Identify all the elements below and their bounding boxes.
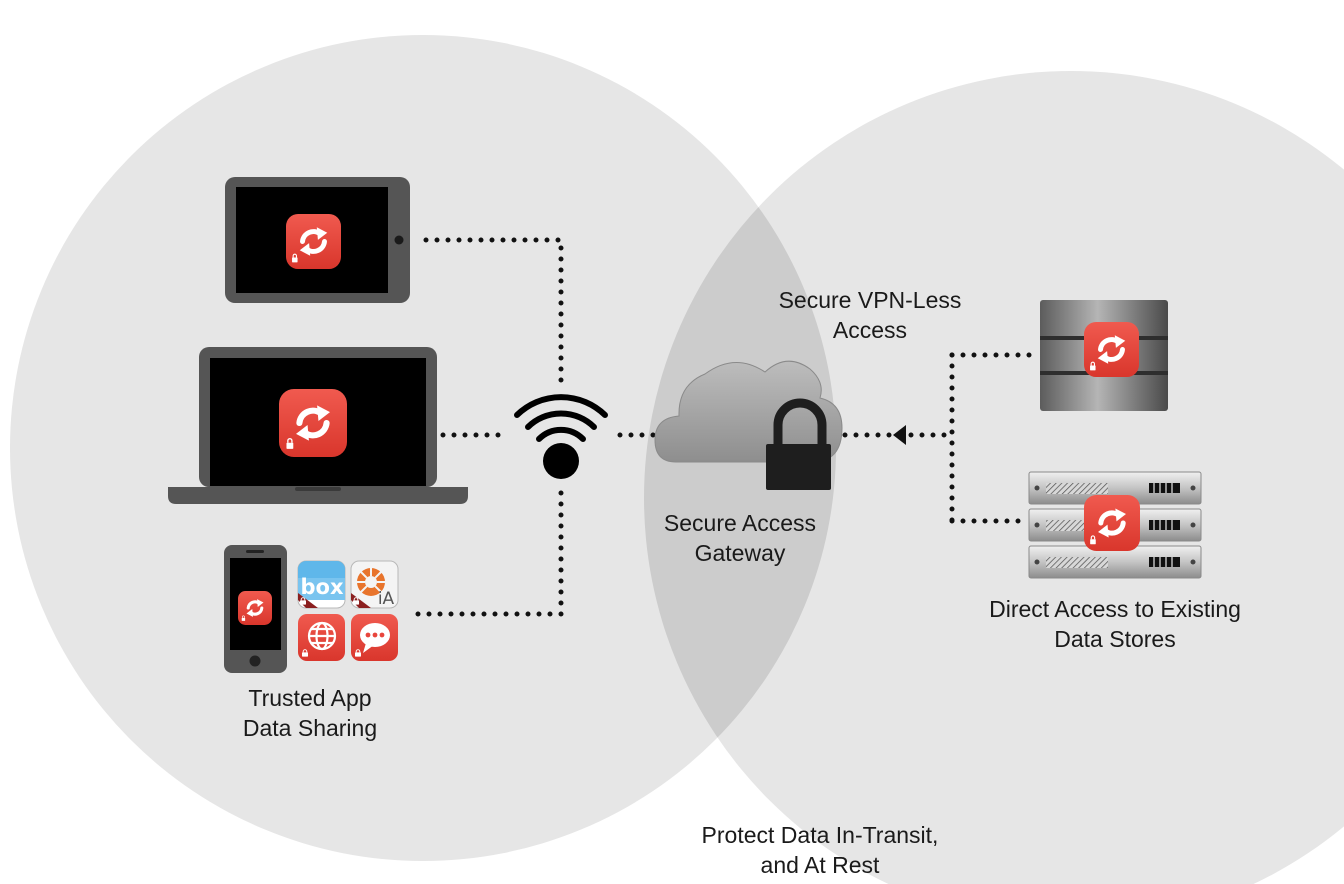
- sync-app-icon: [279, 389, 347, 457]
- right-circle: [644, 71, 1344, 884]
- data-stores-label: Direct Access to Existing Data Stores: [940, 594, 1290, 654]
- tablet-device: [225, 177, 410, 303]
- ia-app-text: iA: [378, 589, 395, 609]
- sync-app-icon: [1084, 495, 1140, 551]
- stores-label-line2: Data Stores: [1054, 626, 1176, 652]
- server-rack-icon: [1028, 471, 1202, 579]
- stores-label-line1: Direct Access to Existing: [989, 596, 1241, 622]
- padlock-icon: [766, 398, 831, 490]
- database-icon: [1040, 300, 1168, 411]
- laptop-device: [168, 347, 468, 504]
- sync-app-icon: [1084, 322, 1139, 377]
- cloud-icon: [654, 360, 843, 463]
- ia-app-icon: iA: [350, 560, 399, 609]
- chat-app-icon: [351, 614, 398, 661]
- protect-data-label: Protect Data In-Transit, and At Rest: [670, 820, 970, 880]
- vpn-less-access-label: Secure VPN-Less Access: [730, 285, 1010, 345]
- gateway-label-line2: Gateway: [694, 540, 786, 566]
- box-app-text: box: [300, 575, 343, 599]
- vpn-label-line2: Access: [832, 317, 908, 343]
- wifi-icon: [514, 394, 608, 479]
- protect-label-line1: Protect Data In-Transit,: [701, 822, 939, 848]
- trusted-label-line1: Trusted App: [248, 685, 372, 711]
- gateway-label: Secure Access Gateway: [620, 508, 860, 568]
- gateway-label-line1: Secure Access: [663, 510, 817, 536]
- box-app-icon: box: [297, 560, 346, 609]
- sync-app-icon: [286, 214, 341, 269]
- connector-tablet: [423, 237, 564, 388]
- trusted-label-line2: Data Sharing: [242, 715, 378, 741]
- vpn-label-line1: Secure VPN-Less: [778, 287, 962, 313]
- phone-device: [224, 545, 287, 673]
- globe-app-icon: [298, 614, 345, 661]
- trusted-app-label: Trusted App Data Sharing: [200, 683, 420, 743]
- connector-phone: [415, 481, 564, 617]
- protect-label-line2: and At Rest: [760, 852, 880, 878]
- arrow-head-icon: [893, 425, 906, 445]
- sync-app-icon: [238, 591, 272, 625]
